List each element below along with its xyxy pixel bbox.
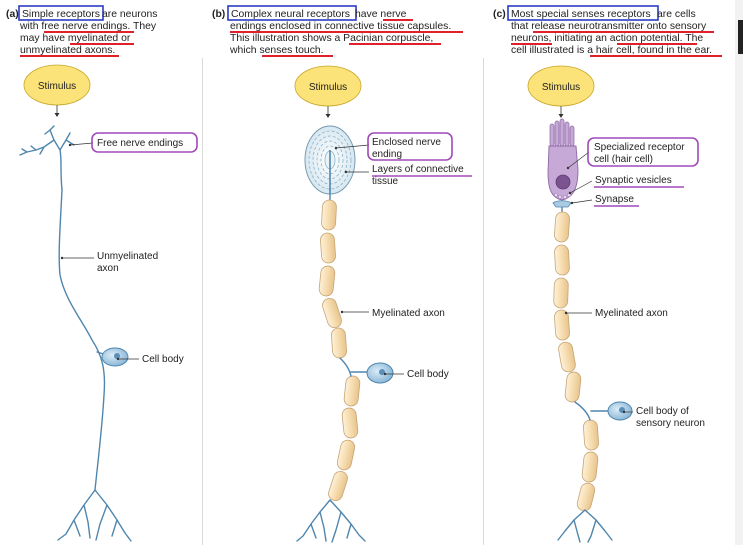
leader-dot	[340, 310, 344, 314]
leader-dot	[564, 311, 568, 315]
label-enclosed-1: Enclosed nerve	[372, 137, 441, 148]
stimulus-arrow-head	[54, 113, 60, 117]
hair-cell-nucleus	[555, 174, 571, 190]
panel-c-caption-line2: that release neurotransmitter onto senso…	[511, 21, 707, 32]
axon-terminals	[296, 499, 366, 543]
panel-b-caption-line2: endings enclosed in connective tissue ca…	[230, 21, 451, 32]
panel-c-caption-line4: cell illustrated is a hair cell, found i…	[511, 45, 712, 56]
nucleus	[379, 369, 385, 375]
leader-line	[69, 142, 94, 146]
panel-b-caption-line4: which senses touch.	[229, 45, 324, 56]
label-specialized-2: cell (hair cell)	[594, 154, 653, 165]
leader-dot	[344, 170, 348, 174]
synapse-terminal	[552, 200, 572, 208]
panel-a-caption-line4: unmyelinated axons.	[20, 45, 115, 56]
panel-a-letter: (a)	[6, 9, 19, 20]
label-cell-body-b: Cell body	[407, 369, 449, 380]
label-synapse: Synapse	[595, 194, 634, 205]
panel-c-axon-core	[557, 401, 613, 543]
panel-a-stimulus-label: Stimulus	[38, 81, 76, 92]
panel-c-caption: (c) Most special senses receptors are ce…	[493, 5, 722, 57]
panel-a-caption: (a) Simple receptors are neurons with fr…	[6, 5, 157, 57]
panel-b-caption-line3: This illustration shows a Pacinian corpu…	[230, 33, 433, 44]
leader-dot	[383, 372, 387, 376]
panel-divider	[202, 58, 203, 545]
panel-b-axon-core	[296, 357, 369, 543]
label-myelinated-c: Myelinated axon	[595, 308, 668, 319]
panel-a-stimulus: Stimulus	[23, 64, 91, 117]
panel-c-letter: (c)	[493, 9, 506, 20]
panel-b-caption-line1: have nerve	[355, 9, 407, 20]
panel-b-caption-boxed: Complex neural receptors	[231, 9, 350, 20]
highlight-box	[18, 5, 104, 21]
panel-c-caption-line3: neurons, initiating an action potential.…	[511, 33, 703, 44]
unmyelinated-axon	[58, 189, 106, 491]
panel-b-caption: (b) Complex neural receptors have nerve …	[212, 5, 463, 57]
svg-text:(a): (a)	[6, 9, 19, 20]
label-unmyelinated-1: Unmyelinated	[97, 251, 158, 262]
label-layers-1: Layers of connective	[372, 164, 464, 175]
panel-c-myelinated-axon	[553, 207, 599, 512]
stimulus-arrow-head	[558, 114, 564, 118]
leader-line	[567, 151, 590, 169]
panel-b-myelinated-axon	[318, 194, 361, 502]
nucleus	[114, 353, 120, 359]
panel-divider	[483, 58, 484, 545]
panel-b-labels: Enclosed nerve ending Layers of connecti…	[334, 132, 472, 380]
leader-dot	[568, 191, 572, 195]
highlight-box	[367, 132, 453, 161]
panel-a-neuron	[19, 125, 132, 542]
leader-dot	[60, 256, 64, 260]
pacinian-corpuscle	[304, 125, 356, 195]
panel-a-caption-line3: may have myelinated or	[20, 33, 131, 44]
leader-dot	[334, 146, 338, 150]
panel-b-stimulus: Stimulus	[294, 65, 362, 118]
axon-terminals	[557, 509, 613, 543]
leader-line	[571, 199, 593, 204]
label-enclosed-2: ending	[372, 149, 402, 160]
label-cell-body-a: Cell body	[142, 354, 184, 365]
leader-dot	[622, 410, 626, 414]
panel-a-caption-line1: are neurons	[102, 9, 157, 20]
panel-c-caption-line1: are cells	[657, 9, 696, 20]
stimulus-arrow-head	[325, 114, 331, 118]
edge-mark	[738, 20, 743, 54]
axon-gap	[339, 357, 352, 377]
highlight-box	[227, 5, 357, 21]
edge-strip	[735, 0, 743, 545]
label-cell-body-c-1: Cell body of	[636, 406, 689, 417]
axon-gap	[574, 401, 591, 421]
panel-c-stimulus: Stimulus	[527, 65, 595, 118]
label-layers-2: tissue	[372, 176, 399, 187]
highlight-box	[91, 132, 198, 153]
label-specialized-1: Specialized receptor	[594, 142, 685, 153]
label-synaptic-vesicles: Synaptic vesicles	[595, 175, 672, 186]
label-myelinated-b: Myelinated axon	[372, 308, 445, 319]
panel-c-stimulus-label: Stimulus	[542, 82, 580, 93]
panel-c-caption-boxed: Most special senses receptors	[511, 9, 651, 20]
panel-a-caption-line2: with free nerve endings. They	[19, 21, 157, 32]
label-free-nerve-endings: Free nerve endings	[97, 138, 183, 149]
panel-a-labels: Free nerve endings Unmyelinated axon Cel…	[60, 132, 198, 365]
leader-line	[569, 180, 593, 194]
label-cell-body-c-2: sensory neuron	[636, 418, 705, 429]
leader-dot	[116, 357, 120, 361]
free-nerve-endings-branches	[19, 125, 75, 191]
axon-terminals	[57, 489, 132, 542]
leader-line	[335, 144, 370, 149]
panel-a-caption-boxed: Simple receptors	[22, 9, 100, 20]
leader-dot	[68, 143, 72, 147]
panel-b-stimulus-label: Stimulus	[309, 82, 347, 93]
highlight-box	[507, 5, 659, 21]
panel-c-labels: Specialized receptor cell (hair cell) Sy…	[564, 137, 705, 429]
leader-dot	[570, 201, 574, 205]
leader-dot	[566, 166, 570, 170]
panel-b-letter: (b)	[212, 9, 225, 20]
highlight-box	[587, 137, 699, 167]
label-unmyelinated-2: axon	[97, 263, 119, 274]
hair-cell	[547, 118, 579, 208]
